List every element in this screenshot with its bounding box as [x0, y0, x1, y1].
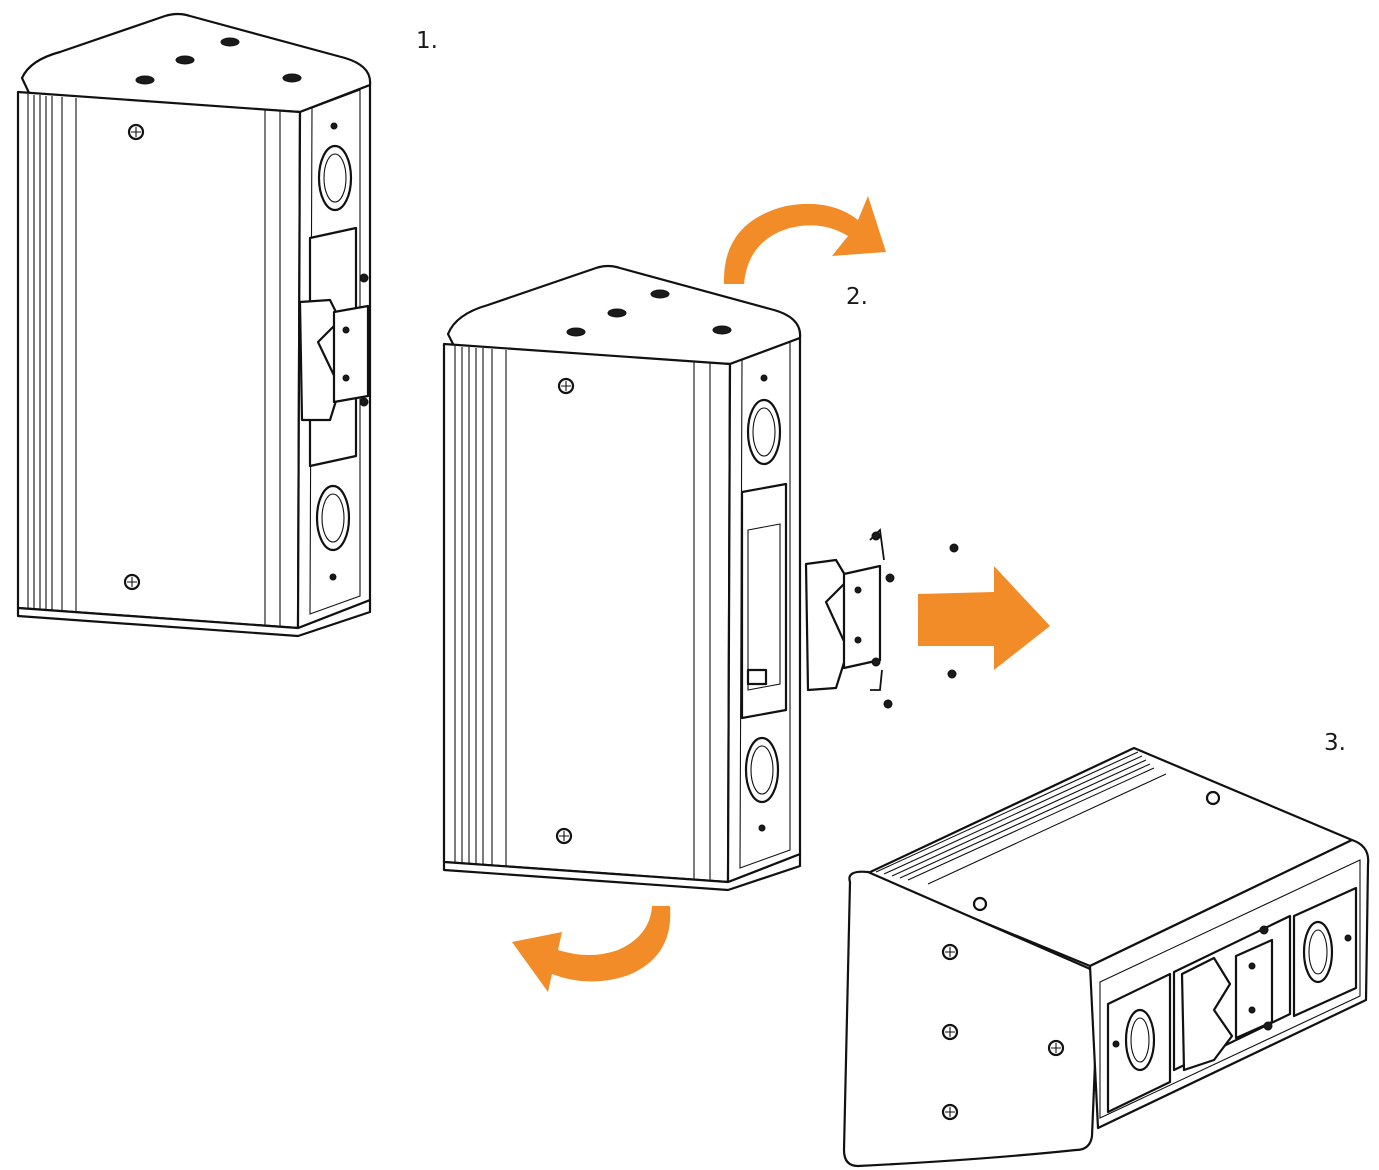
curved-arrow-right-icon: [723, 196, 886, 284]
speaker-step-2: [442, 264, 959, 892]
step-2-label: 2.: [846, 284, 868, 310]
speaker-step-3: [842, 746, 1370, 1168]
curved-arrow-left-icon: [512, 906, 671, 992]
step-1-label: 1.: [416, 28, 438, 54]
speaker-step-1: [16, 12, 372, 638]
step-3-label: 3.: [1324, 730, 1346, 756]
straight-arrow-right-icon: [918, 566, 1050, 670]
